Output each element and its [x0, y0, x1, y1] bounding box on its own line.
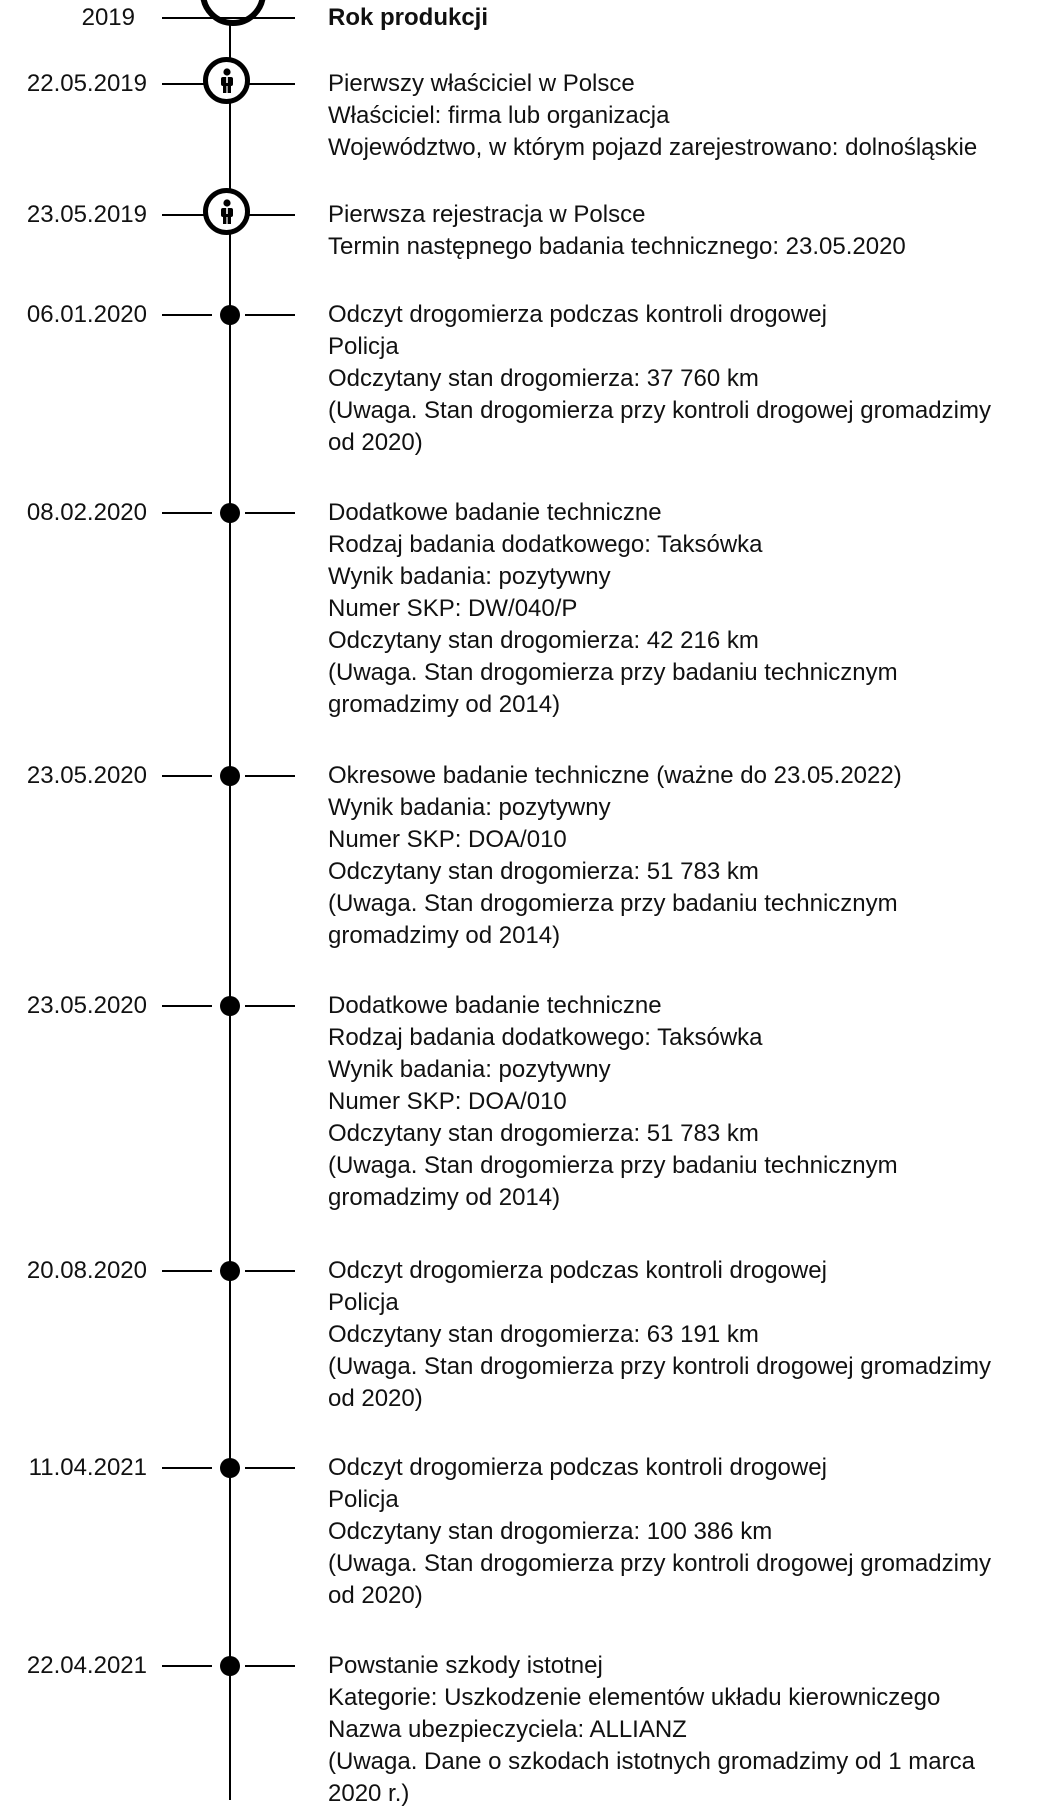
timeline-dot — [220, 1261, 240, 1281]
event-detail: Policja — [328, 1289, 399, 1316]
event-detail: Rodzaj badania dodatkowego: Taksówka — [328, 1024, 763, 1051]
event-detail: Termin następnego badania technicznego: … — [328, 233, 906, 260]
event-connector-right — [245, 1665, 295, 1667]
event-detail: od 2020) — [328, 1582, 423, 1609]
event-content: Rok produkcji — [328, 2, 1058, 34]
event-detail: Numer SKP: DOA/010 — [328, 826, 567, 853]
event-title: Okresowe badanie techniczne (ważne do 23… — [328, 762, 902, 789]
event-detail: (Uwaga. Stan drogomierza przy kontroli d… — [328, 1550, 991, 1577]
event-content: Odczyt drogomierza podczas kontroli drog… — [328, 299, 1058, 459]
event-date: 23.05.2020 — [26, 762, 147, 789]
person-icon — [203, 188, 250, 235]
event-detail: Odczytany stan drogomierza: 63 191 km — [328, 1321, 759, 1348]
event-date: 20.08.2020 — [26, 1257, 147, 1284]
event-date: 08.02.2020 — [26, 499, 147, 526]
event-detail: Numer SKP: DOA/010 — [328, 1088, 567, 1115]
event-connector-left — [162, 512, 212, 514]
event-detail: Odczytany stan drogomierza: 51 783 km — [328, 858, 759, 885]
event-detail: gromadzimy od 2014) — [328, 922, 561, 949]
event-detail: Nazwa ubezpieczyciela: ALLIANZ — [328, 1716, 687, 1743]
event-connector-left — [162, 1005, 212, 1007]
event-detail: Policja — [328, 1486, 399, 1513]
event-detail: Wynik badania: pozytywny — [328, 794, 611, 821]
event-content: Dodatkowe badanie techniczne Rodzaj bada… — [328, 497, 1058, 721]
event-detail: gromadzimy od 2014) — [328, 691, 561, 718]
event-connector-right — [245, 775, 295, 777]
timeline-dot — [220, 996, 240, 1016]
event-detail: (Uwaga. Stan drogomierza przy badaniu te… — [328, 890, 898, 917]
event-title: Dodatkowe badanie techniczne — [328, 499, 662, 526]
event-detail: (Uwaga. Stan drogomierza przy kontroli d… — [328, 397, 991, 424]
event-detail: od 2020) — [328, 1385, 423, 1412]
event-detail: Odczytany stan drogomierza: 42 216 km — [328, 627, 759, 654]
event-detail: Właściciel: firma lub organizacja — [328, 102, 670, 129]
event-connector-right — [245, 214, 295, 216]
event-title: Odczyt drogomierza podczas kontroli drog… — [328, 1454, 827, 1481]
event-connector-right — [245, 1467, 295, 1469]
timeline-dot — [220, 1656, 240, 1676]
event-connector-left — [162, 1270, 212, 1272]
event-content: Odczyt drogomierza podczas kontroli drog… — [328, 1255, 1058, 1415]
event-date: 23.05.2020 — [26, 992, 147, 1019]
event-detail: Rodzaj badania dodatkowego: Taksówka — [328, 531, 763, 558]
event-connector-right — [245, 512, 295, 514]
event-detail: od 2020) — [328, 429, 423, 456]
event-date: 06.01.2020 — [26, 301, 147, 328]
event-connector-right — [245, 314, 295, 316]
event-detail: Wynik badania: pozytywny — [328, 563, 611, 590]
event-detail: Odczytany stan drogomierza: 100 386 km — [328, 1518, 773, 1545]
timeline-top-marker — [200, 0, 266, 26]
event-detail: 2020 r.) — [328, 1780, 410, 1807]
event-connector-left — [162, 314, 212, 316]
event-detail: Policja — [328, 333, 399, 360]
event-detail: (Uwaga. Stan drogomierza przy kontroli d… — [328, 1353, 991, 1380]
event-title: Odczyt drogomierza podczas kontroli drog… — [328, 301, 827, 328]
person-icon — [203, 57, 250, 104]
timeline-dot — [220, 503, 240, 523]
event-connector-right — [245, 83, 295, 85]
event-detail: Odczytany stan drogomierza: 51 783 km — [328, 1120, 759, 1147]
event-detail: (Uwaga. Stan drogomierza przy badaniu te… — [328, 659, 898, 686]
event-content: Odczyt drogomierza podczas kontroli drog… — [328, 1452, 1058, 1612]
timeline-dot — [220, 305, 240, 325]
event-content: Dodatkowe badanie techniczne Rodzaj bada… — [328, 990, 1058, 1214]
event-connector-right — [245, 1270, 295, 1272]
event-connector-left — [162, 1467, 212, 1469]
event-detail: Numer SKP: DW/040/P — [328, 595, 578, 622]
event-detail: Odczytany stan drogomierza: 37 760 km — [328, 365, 759, 392]
event-connector-right — [245, 1005, 295, 1007]
event-title: Rok produkcji — [328, 4, 489, 31]
event-content: Pierwszy właściciel w Polsce Właściciel:… — [328, 68, 1058, 164]
event-date: 2019 — [81, 4, 135, 31]
event-detail: gromadzimy od 2014) — [328, 1184, 561, 1211]
event-content: Powstanie szkody istotnej Kategorie: Usz… — [328, 1650, 1058, 1810]
timeline-dot — [220, 1458, 240, 1478]
timeline-axis — [229, 0, 231, 1800]
event-content: Pierwsza rejestracja w Polsce Termin nas… — [328, 199, 1058, 263]
event-content: Okresowe badanie techniczne (ważne do 23… — [328, 760, 1058, 952]
event-date: 22.04.2021 — [26, 1652, 147, 1679]
event-title: Dodatkowe badanie techniczne — [328, 992, 662, 1019]
event-title: Pierwszy właściciel w Polsce — [328, 70, 635, 97]
event-connector — [162, 17, 295, 19]
event-connector-left — [162, 83, 212, 85]
event-title: Odczyt drogomierza podczas kontroli drog… — [328, 1257, 827, 1284]
event-detail: Województwo, w którym pojazd zarejestrow… — [328, 134, 978, 161]
event-title: Powstanie szkody istotnej — [328, 1652, 603, 1679]
event-connector-left — [162, 775, 212, 777]
timeline-dot — [220, 766, 240, 786]
event-connector-left — [162, 214, 212, 216]
event-connector-left — [162, 1665, 212, 1667]
event-title: Pierwsza rejestracja w Polsce — [328, 201, 646, 228]
event-detail: (Uwaga. Stan drogomierza przy badaniu te… — [328, 1152, 898, 1179]
event-detail: Wynik badania: pozytywny — [328, 1056, 611, 1083]
event-date: 22.05.2019 — [26, 70, 147, 97]
event-date: 11.04.2021 — [28, 1454, 147, 1481]
event-detail: (Uwaga. Dane o szkodach istotnych gromad… — [328, 1748, 975, 1775]
event-date: 23.05.2019 — [26, 201, 147, 228]
event-detail: Kategorie: Uszkodzenie elementów układu … — [328, 1684, 941, 1711]
